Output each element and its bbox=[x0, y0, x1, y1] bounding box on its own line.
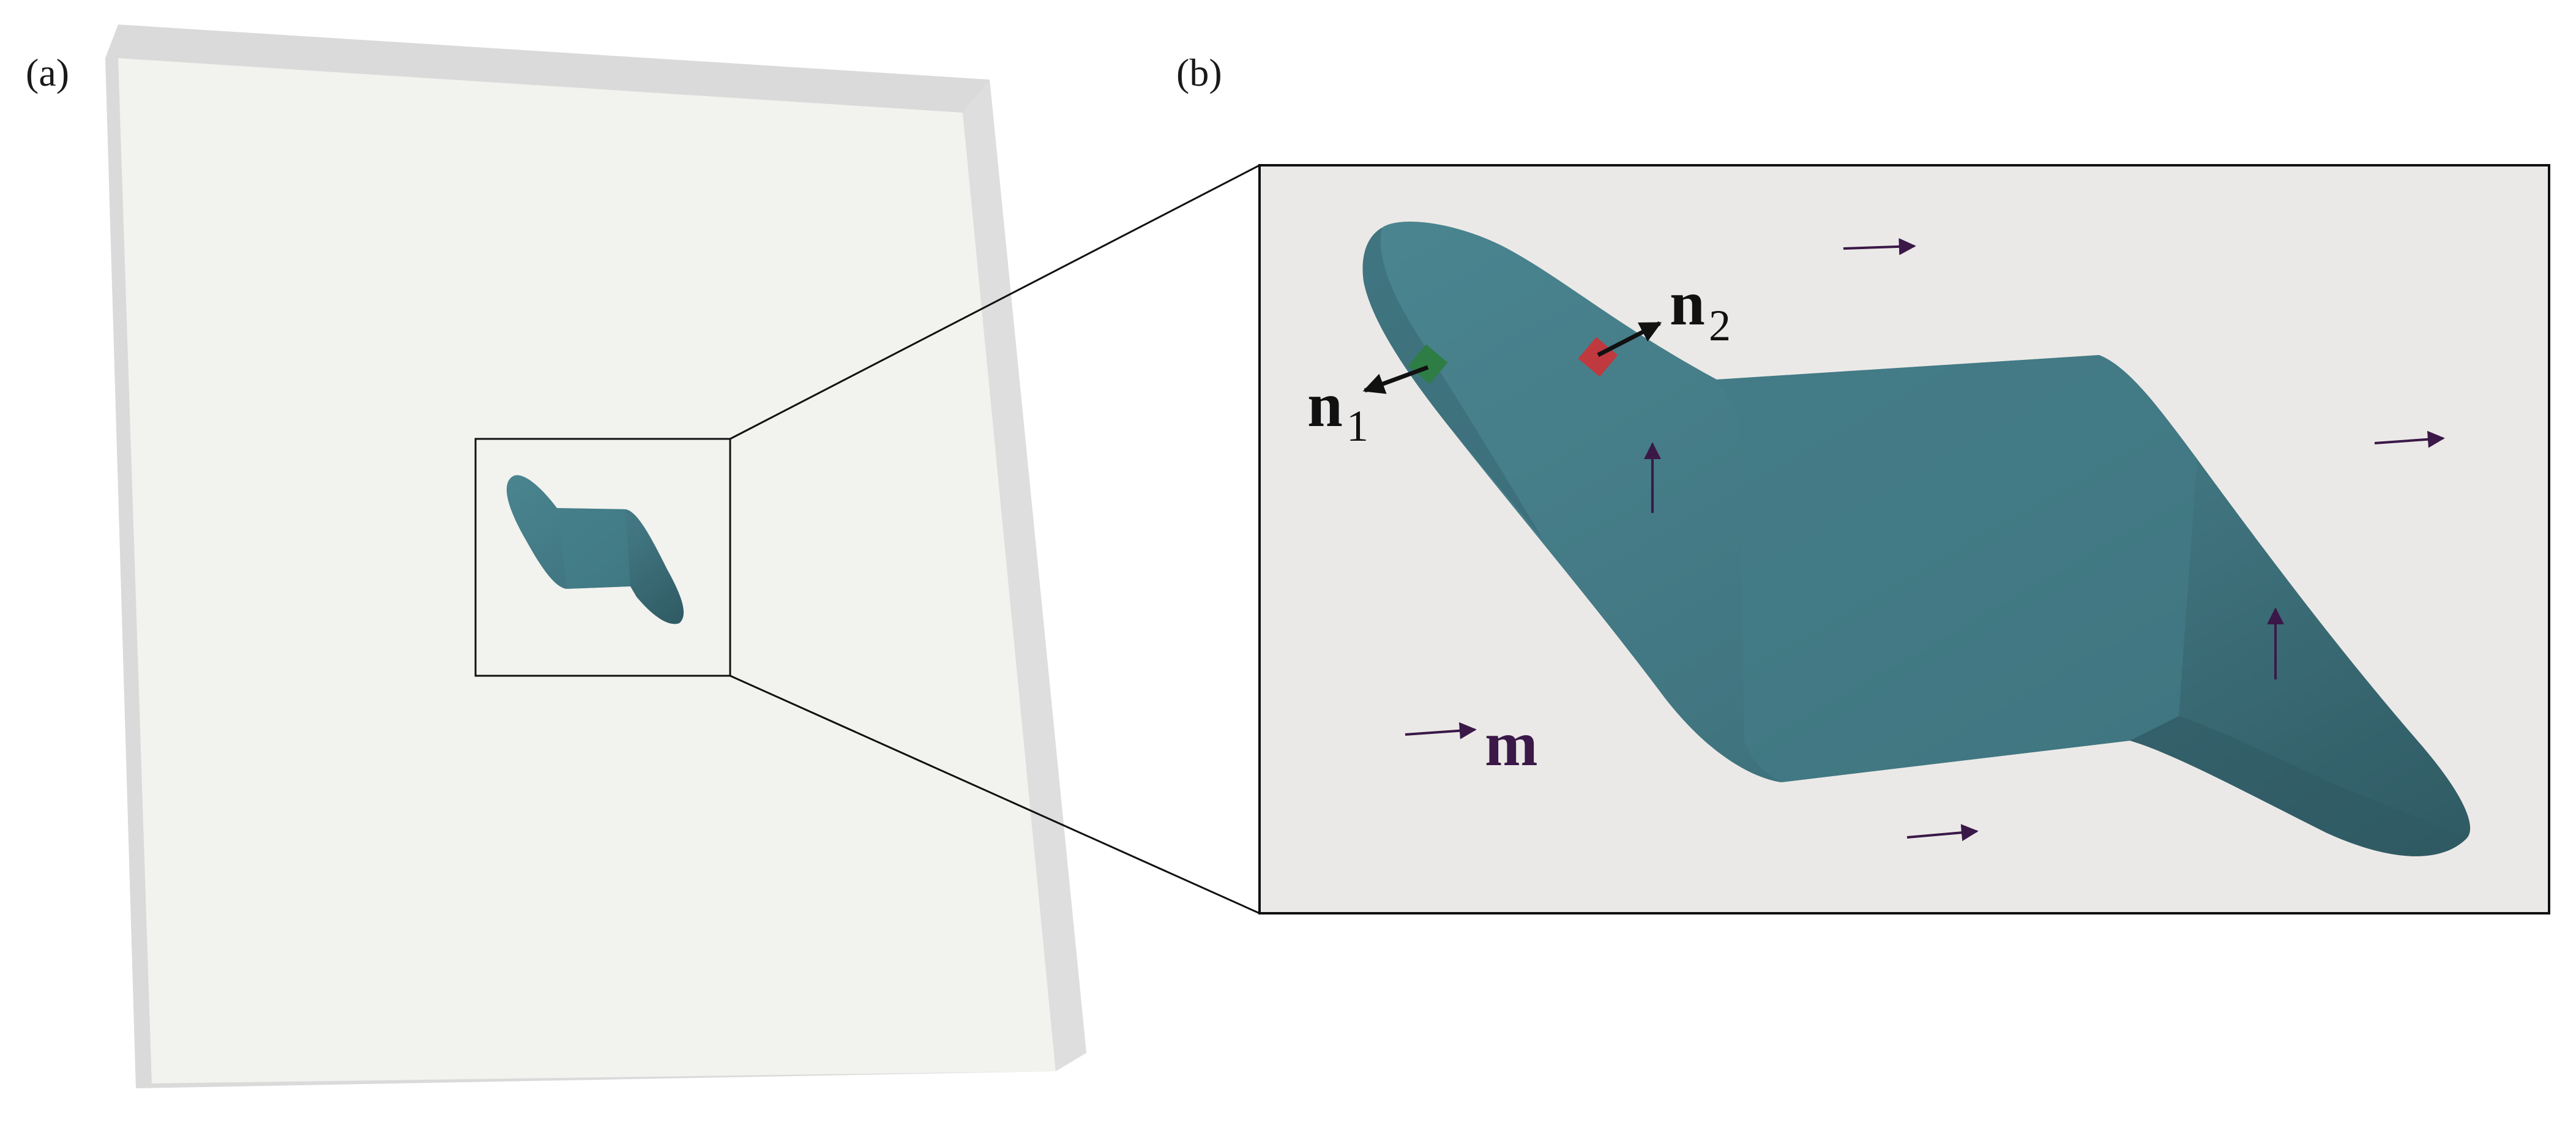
normal-vector-n2 bbox=[1597, 321, 1662, 357]
zoom-connector-top bbox=[730, 164, 1260, 440]
label-n2-subscript: 2 bbox=[1709, 301, 1731, 350]
m-arrow-6 bbox=[1906, 824, 1979, 842]
m-arrow-1 bbox=[1843, 237, 1916, 255]
label-n1-subscript: 1 bbox=[1346, 402, 1368, 451]
zoom-box bbox=[474, 438, 731, 677]
label-n2: n 2 bbox=[1670, 268, 1731, 350]
label-n1-symbol: n bbox=[1307, 370, 1343, 440]
m-arrow-5 bbox=[1405, 722, 1477, 739]
label-n2-symbol: n bbox=[1670, 268, 1705, 338]
marker-n2 bbox=[1578, 337, 1618, 377]
m-arrow-2 bbox=[2374, 430, 2445, 448]
inset-frame bbox=[1258, 164, 2550, 914]
label-m: m bbox=[1485, 709, 1538, 779]
slab-side-edge bbox=[963, 80, 1086, 1071]
particle-small bbox=[506, 475, 684, 624]
zoom-connector-bottom bbox=[730, 675, 1260, 914]
particle-large bbox=[1362, 221, 2471, 856]
magnetization-arrows bbox=[1405, 237, 2445, 842]
label-n1: n 1 bbox=[1307, 370, 1368, 451]
panel-label-b: (b) bbox=[1176, 51, 1222, 94]
normal-vector-n1 bbox=[1362, 365, 1429, 394]
marker-n1 bbox=[1408, 344, 1448, 384]
panel-label-a: (a) bbox=[26, 51, 69, 94]
